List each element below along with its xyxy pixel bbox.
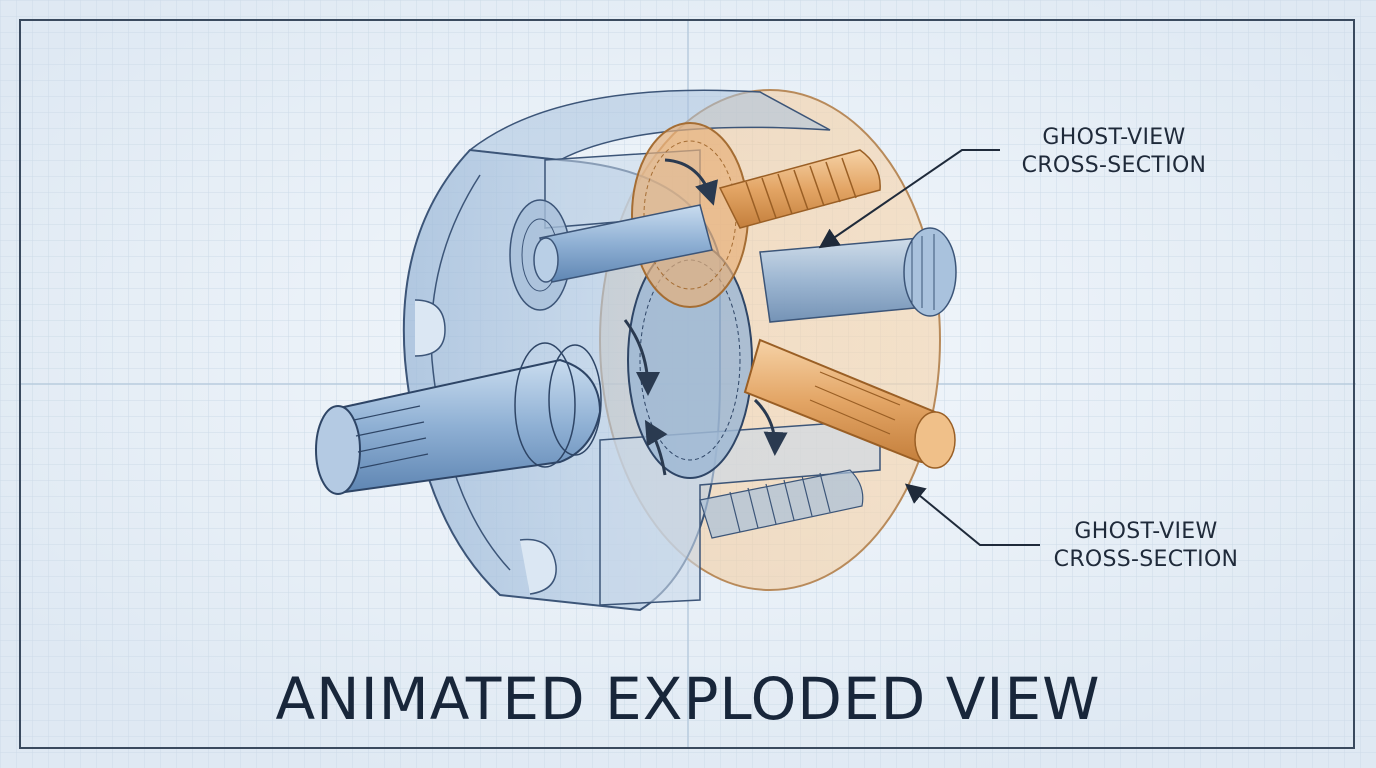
callout-leader-top — [818, 149, 1000, 249]
output-shaft-orange — [743, 338, 956, 469]
drawing-frame — [19, 19, 1355, 749]
housing-top-shell — [468, 89, 831, 161]
rotation-arrow-2 — [623, 319, 660, 396]
housing-inner-rim — [430, 174, 511, 571]
callout-label-bottom: GHOST-VIEW CROSS-SECTION — [1032, 518, 1260, 574]
rotation-arrow-1 — [664, 158, 719, 206]
callout-label-top: GHOST-VIEW CROSS-SECTION — [1000, 124, 1228, 180]
diagram-title: ANIMATED EXPLODED VIEW — [275, 665, 1101, 733]
housing-notch-top — [414, 299, 446, 357]
lead-screw-orange — [718, 149, 881, 229]
callout-bottom-line2: CROSS-SECTION — [1053, 547, 1239, 572]
callout-top-line1: GHOST-VIEW — [1042, 125, 1186, 150]
lead-screw-bottom — [699, 469, 864, 539]
callout-leader-bottom — [904, 483, 1040, 546]
large-spur-gear-blue — [627, 241, 753, 479]
input-shaft-blue — [315, 342, 602, 495]
callout-top-line2: CROSS-SECTION — [1021, 153, 1207, 178]
gearbox-assembly — [315, 89, 957, 612]
rotation-arrow-4 — [753, 398, 788, 456]
upper-output-shaft — [759, 227, 957, 323]
housing-notch-bottom — [519, 538, 557, 595]
rotation-arrow-3 — [644, 419, 668, 476]
inner-shaft-upper — [533, 204, 713, 283]
callout-bottom-line1: GHOST-VIEW — [1074, 519, 1218, 544]
